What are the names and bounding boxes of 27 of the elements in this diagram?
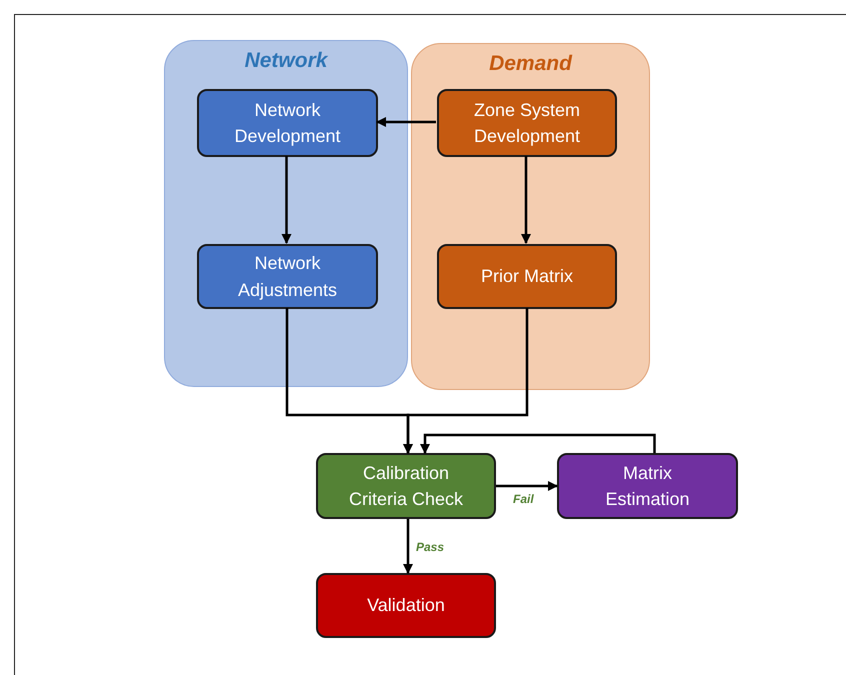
- box-label: Network Adjustments: [236, 252, 338, 302]
- process-box: [316, 453, 496, 519]
- edge-label: Pass: [415, 540, 446, 554]
- group-panel: [411, 43, 650, 390]
- box-label: Calibration Criteria Check: [348, 462, 464, 511]
- arrow: [282, 156, 292, 244]
- edge-label: Fail: [512, 492, 535, 506]
- arrow: [420, 434, 656, 454]
- arrow: [496, 481, 558, 491]
- arrow: [521, 156, 531, 244]
- process-box: [437, 89, 617, 157]
- process-box: [437, 244, 617, 309]
- box-label: Prior Matrix: [480, 265, 573, 288]
- box-label: Network Development: [233, 98, 342, 148]
- box-label: Matrix Estimation: [604, 462, 691, 511]
- arrow: [403, 519, 413, 574]
- arrow: [403, 308, 528, 454]
- arrow: [376, 117, 436, 127]
- process-box: [197, 89, 378, 157]
- group-title: Network: [244, 49, 328, 73]
- box-label: Validation: [367, 594, 445, 618]
- process-box: [557, 453, 738, 519]
- group-panel: [164, 40, 408, 387]
- process-box: [197, 244, 378, 309]
- process-box: [316, 573, 496, 638]
- group-title: Demand: [489, 52, 572, 76]
- box-label: Zone System Development: [472, 98, 582, 148]
